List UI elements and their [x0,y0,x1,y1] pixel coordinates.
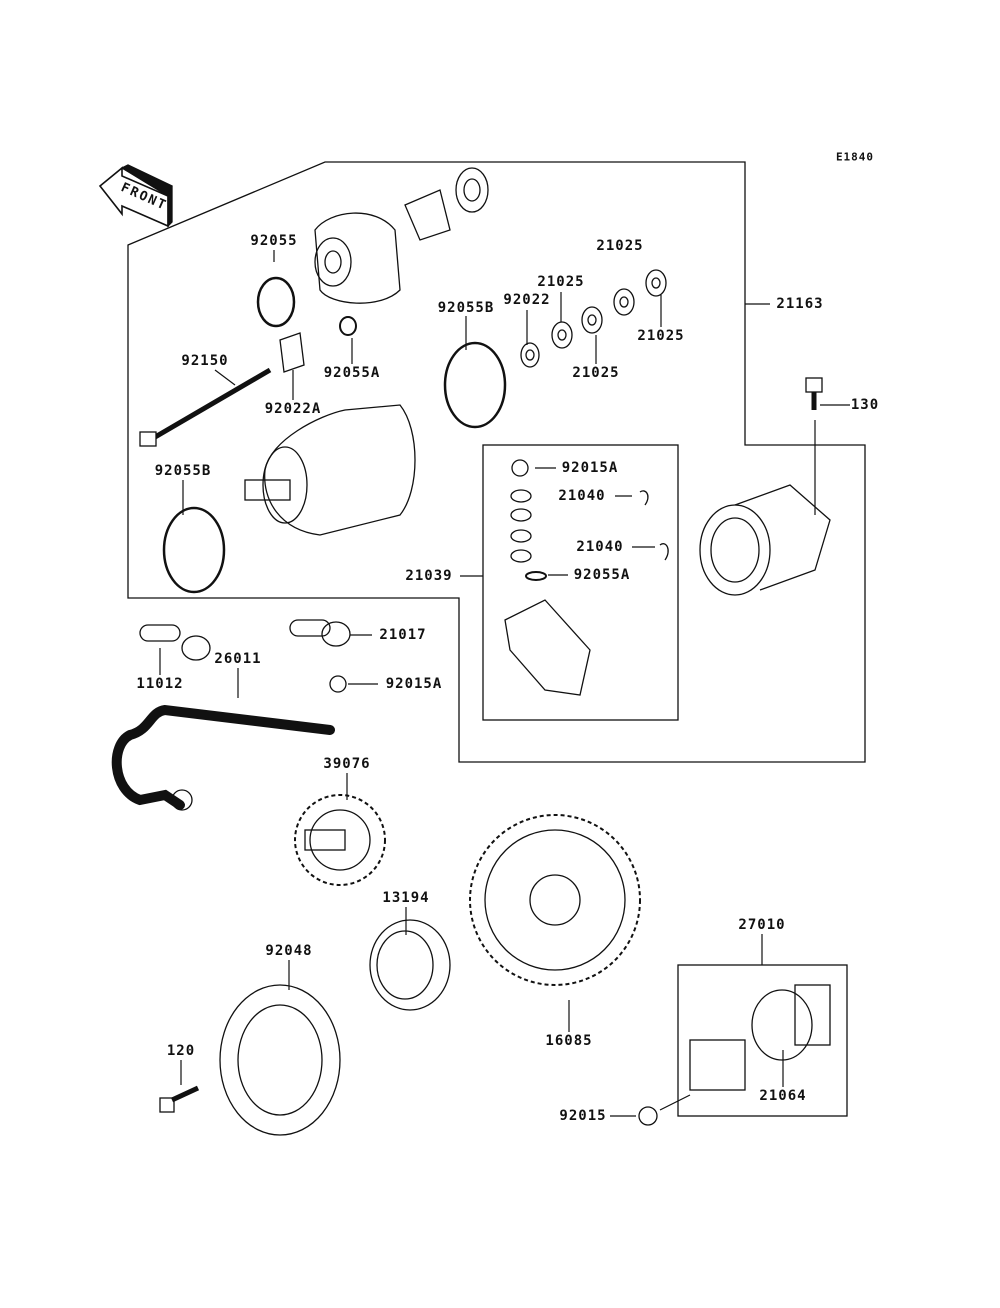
part-label: 21025 [537,274,585,290]
part-label: 120 [166,1043,196,1059]
part-label: 27010 [738,917,786,933]
part-label: 26011 [214,651,262,667]
cap-11012 [139,624,211,661]
bolt-130 [805,377,823,410]
nut-92015a [329,675,347,693]
through-bolt-92150 [139,367,272,447]
part-label: 11012 [136,676,184,692]
part-label: 92055B [437,300,495,316]
idle-gear-39076 [294,794,386,886]
starter-end-cover [314,212,401,304]
thrust-washer [455,167,489,213]
o-ring-92055 [256,276,296,328]
part-label: 92055B [154,463,212,479]
part-label: 39076 [323,756,371,772]
part-label: 13194 [382,890,430,906]
brush-plate [404,189,451,241]
o-ring-92055a [339,316,357,336]
o-ring-92055b-upper [443,341,507,429]
part-label: 21163 [776,296,824,312]
part-label: 92015A [385,676,443,692]
brush-holder-group-box [482,444,679,721]
starter-clutch-gear-16085 [469,814,641,986]
part-label: 92048 [265,943,313,959]
starter-housing [699,484,831,596]
starter-motor-group-outline [127,161,866,763]
nut-92015 [638,1106,658,1126]
part-label: 92022 [503,292,551,308]
part-label: 16085 [545,1033,593,1049]
part-label: 92055A [573,567,631,583]
starter-motor [244,404,416,536]
part-label: 21039 [405,568,453,584]
part-label: 21064 [759,1088,807,1104]
diagram-code: E1840 [835,150,875,164]
part-label: 130 [850,397,880,413]
part-label: 21040 [576,539,624,555]
leader-lines [159,250,850,1117]
plate-92022a [279,332,305,373]
part-label: 21025 [596,238,644,254]
part-label: 21040 [558,488,606,504]
part-label: 92150 [181,353,229,369]
brush-holder-parts [504,459,669,696]
part-label: 92055 [250,233,298,249]
one-way-clutch-13194 [369,919,451,1011]
part-label: 92022A [264,401,322,417]
o-ring-92055b-lower [162,506,226,594]
part-label: 21017 [379,627,427,643]
front-arrow-icon [98,164,173,228]
part-label: 21025 [637,328,685,344]
starter-relay-27010 [689,984,831,1091]
part-label: 92055A [323,365,381,381]
bolt-120 [159,1085,200,1113]
cable-terminal [171,789,193,811]
coupling-92048 [219,984,341,1136]
cap-21017 [289,619,351,647]
part-label: 92015A [561,460,619,476]
shim-washers [520,269,667,368]
part-label: 92015 [559,1108,607,1124]
starter-cable-26011 [111,704,335,810]
part-label: 21025 [572,365,620,381]
